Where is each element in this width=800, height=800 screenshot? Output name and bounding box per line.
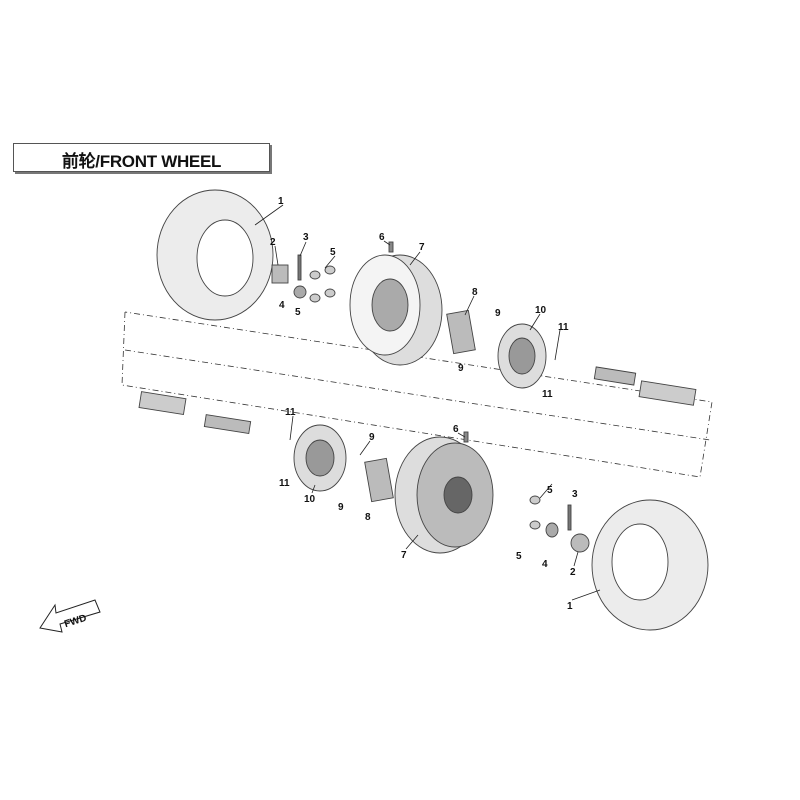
bottom-rim	[394, 436, 494, 554]
callout-9: 9	[458, 363, 464, 374]
top-hub	[446, 309, 476, 355]
callout-7: 7	[419, 242, 425, 253]
bottom-hub	[364, 457, 394, 503]
callout-9: 9	[338, 502, 344, 513]
callouts-top: 1 2 3 4 5 5 6 7 8 9 9 10 11 11	[270, 196, 569, 400]
bottom-cotter-pin	[567, 504, 572, 531]
top-tire	[156, 189, 274, 321]
bottom-drive-shaft	[138, 391, 252, 435]
bottom-castle-nut	[545, 522, 559, 538]
callout-5: 5	[295, 307, 301, 318]
callouts-bottom: 11 11 10 9 9 8 6 7 5 5 3 4 2 1	[279, 407, 578, 612]
bottom-tire	[591, 499, 709, 631]
top-castle-nut	[293, 285, 307, 299]
callout-5: 5	[516, 551, 522, 562]
callout-6: 6	[453, 424, 459, 435]
top-rim	[349, 254, 443, 366]
diagram-title: 前轮/FRONT WHEEL	[61, 152, 222, 171]
bottom-brake-disc	[293, 424, 347, 492]
bottom-hub-cap	[570, 533, 590, 553]
callout-8: 8	[365, 512, 371, 523]
callout-9: 9	[495, 308, 501, 319]
forward-direction-arrow: FWD	[39, 599, 101, 633]
top-hub-cap	[271, 264, 289, 284]
callout-5: 5	[330, 247, 336, 258]
callout-4: 4	[279, 300, 285, 311]
bottom-valve-stem	[463, 431, 469, 443]
callout-3: 3	[303, 232, 309, 243]
callout-10: 10	[304, 494, 316, 505]
callout-6: 6	[379, 232, 385, 243]
callout-10: 10	[535, 305, 547, 316]
top-cotter-pin	[297, 254, 302, 281]
callout-2: 2	[270, 237, 276, 248]
center-axis	[124, 349, 711, 441]
title-box: 前轮/FRONT WHEEL	[13, 143, 270, 172]
callout-11: 11	[285, 407, 296, 418]
callout-3: 3	[572, 489, 578, 500]
callout-7: 7	[401, 550, 407, 561]
callout-8: 8	[472, 287, 478, 298]
callout-2: 2	[570, 567, 576, 578]
callout-11: 11	[279, 478, 290, 489]
top-brake-disc	[497, 323, 547, 389]
callout-11: 11	[542, 389, 553, 400]
callout-4: 4	[542, 559, 548, 570]
callout-1: 1	[567, 601, 573, 612]
top-drive-shaft	[593, 366, 697, 406]
top-valve-stem	[388, 241, 394, 253]
callout-5: 5	[547, 485, 553, 496]
leader-lines	[254, 204, 601, 601]
bottom-lug-nuts	[529, 495, 541, 530]
callout-11: 11	[558, 322, 569, 333]
callout-9: 9	[369, 432, 375, 443]
top-lug-nuts	[309, 265, 336, 303]
callout-1: 1	[278, 196, 284, 207]
